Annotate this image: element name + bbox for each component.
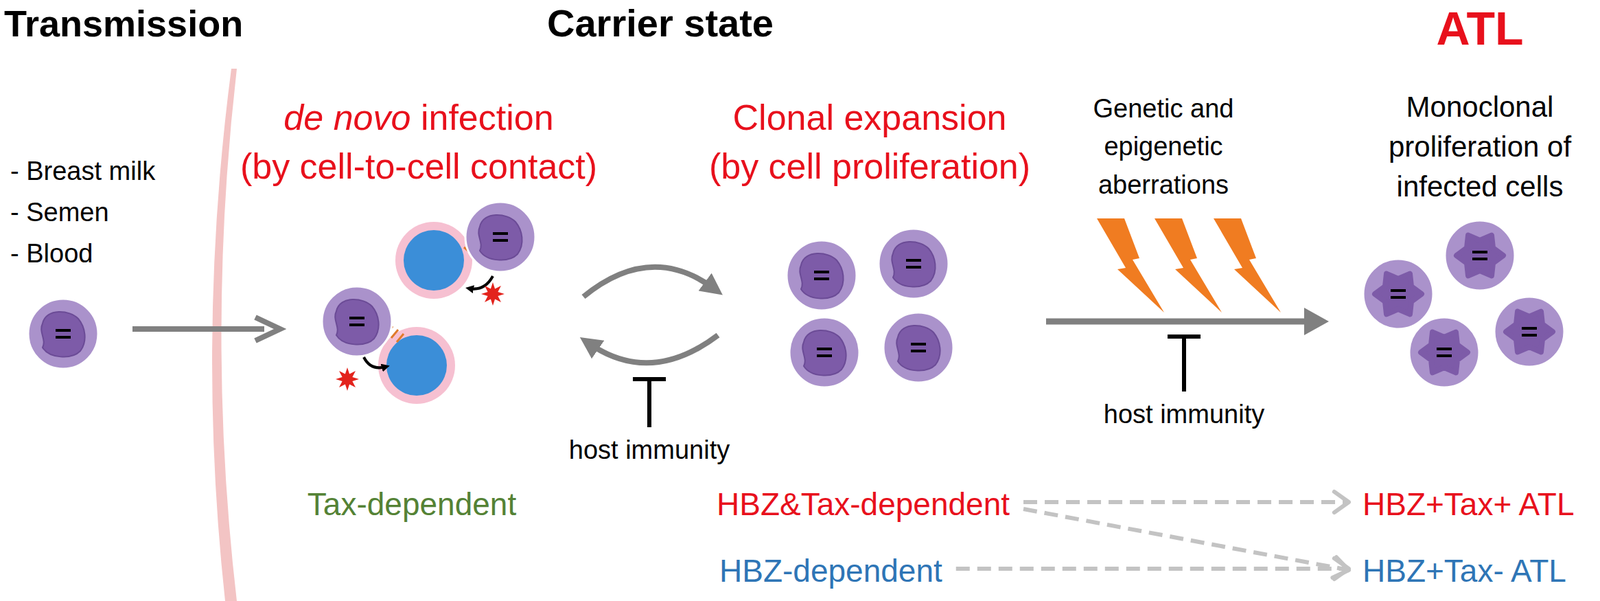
label-box: Monoclonal proliferation of infected cel… xyxy=(1378,87,1581,207)
note-text: Genetic and epigenetic aberrations xyxy=(1085,89,1242,204)
stage-heading: (by cell proliferation) xyxy=(709,144,1031,188)
node-text: HBZ&Tax-dependent xyxy=(716,485,1010,524)
label-box: Tax-dependent xyxy=(307,485,517,524)
label-box: host immunity xyxy=(569,434,730,467)
section-title: ATL xyxy=(1435,0,1524,57)
label-box: host immunity xyxy=(1103,398,1265,431)
route-item: - Breast milk xyxy=(10,155,156,188)
dashed-connector xyxy=(1023,499,1349,504)
stage-heading: infection xyxy=(420,96,554,139)
dependency-node: HBZ+Tax+ ATL xyxy=(1361,482,1576,526)
virus-burst xyxy=(335,367,359,391)
section-title: Transmission xyxy=(4,1,243,46)
node-text: HBZ-dependent xyxy=(719,551,943,590)
label-box: - Blood xyxy=(10,238,93,270)
note-text: Monoclonal proliferation of infected cel… xyxy=(1378,87,1581,207)
dashed-connector xyxy=(1023,508,1349,570)
stage-heading: de novo xyxy=(283,96,411,139)
label-box: (by cell proliferation) xyxy=(709,144,1031,188)
route-item: - Semen xyxy=(10,196,110,229)
heading-line: de novoinfection xyxy=(283,96,554,139)
label-box: Carrier state xyxy=(547,0,774,46)
route-item: - Blood xyxy=(10,238,93,270)
dependency-label: Tax-dependent xyxy=(307,485,517,524)
inhibitor-label: host immunity xyxy=(1103,398,1265,431)
label-box: - Semen xyxy=(10,196,110,229)
dependency-node: HBZ+Tax- ATL xyxy=(1361,549,1568,593)
dependency-node: HBZ-dependent xyxy=(717,549,944,593)
dependency-node: HBZ&Tax-dependent xyxy=(715,482,1012,526)
stage-heading: Clonal expansion xyxy=(733,96,1007,139)
virus-burst xyxy=(481,282,505,306)
label-box: Transmission xyxy=(4,1,243,46)
label-box: - Breast milk xyxy=(10,155,156,188)
arrow-head xyxy=(1334,491,1349,513)
label-box: Genetic and epigenetic aberrations xyxy=(1085,89,1242,204)
arrow-head xyxy=(1334,558,1349,579)
node-text: HBZ+Tax- ATL xyxy=(1362,551,1567,590)
section-title: Carrier state xyxy=(547,0,774,46)
dashed-connector xyxy=(956,566,1349,571)
label-box: (by cell-to-cell contact) xyxy=(240,144,598,188)
label-box: Clonal expansion xyxy=(733,96,1007,139)
node-text: HBZ+Tax+ ATL xyxy=(1362,485,1575,524)
stage-heading: (by cell-to-cell contact) xyxy=(240,144,598,188)
label-box: ATL xyxy=(1435,0,1524,57)
inhibitor-label: host immunity xyxy=(569,434,730,467)
